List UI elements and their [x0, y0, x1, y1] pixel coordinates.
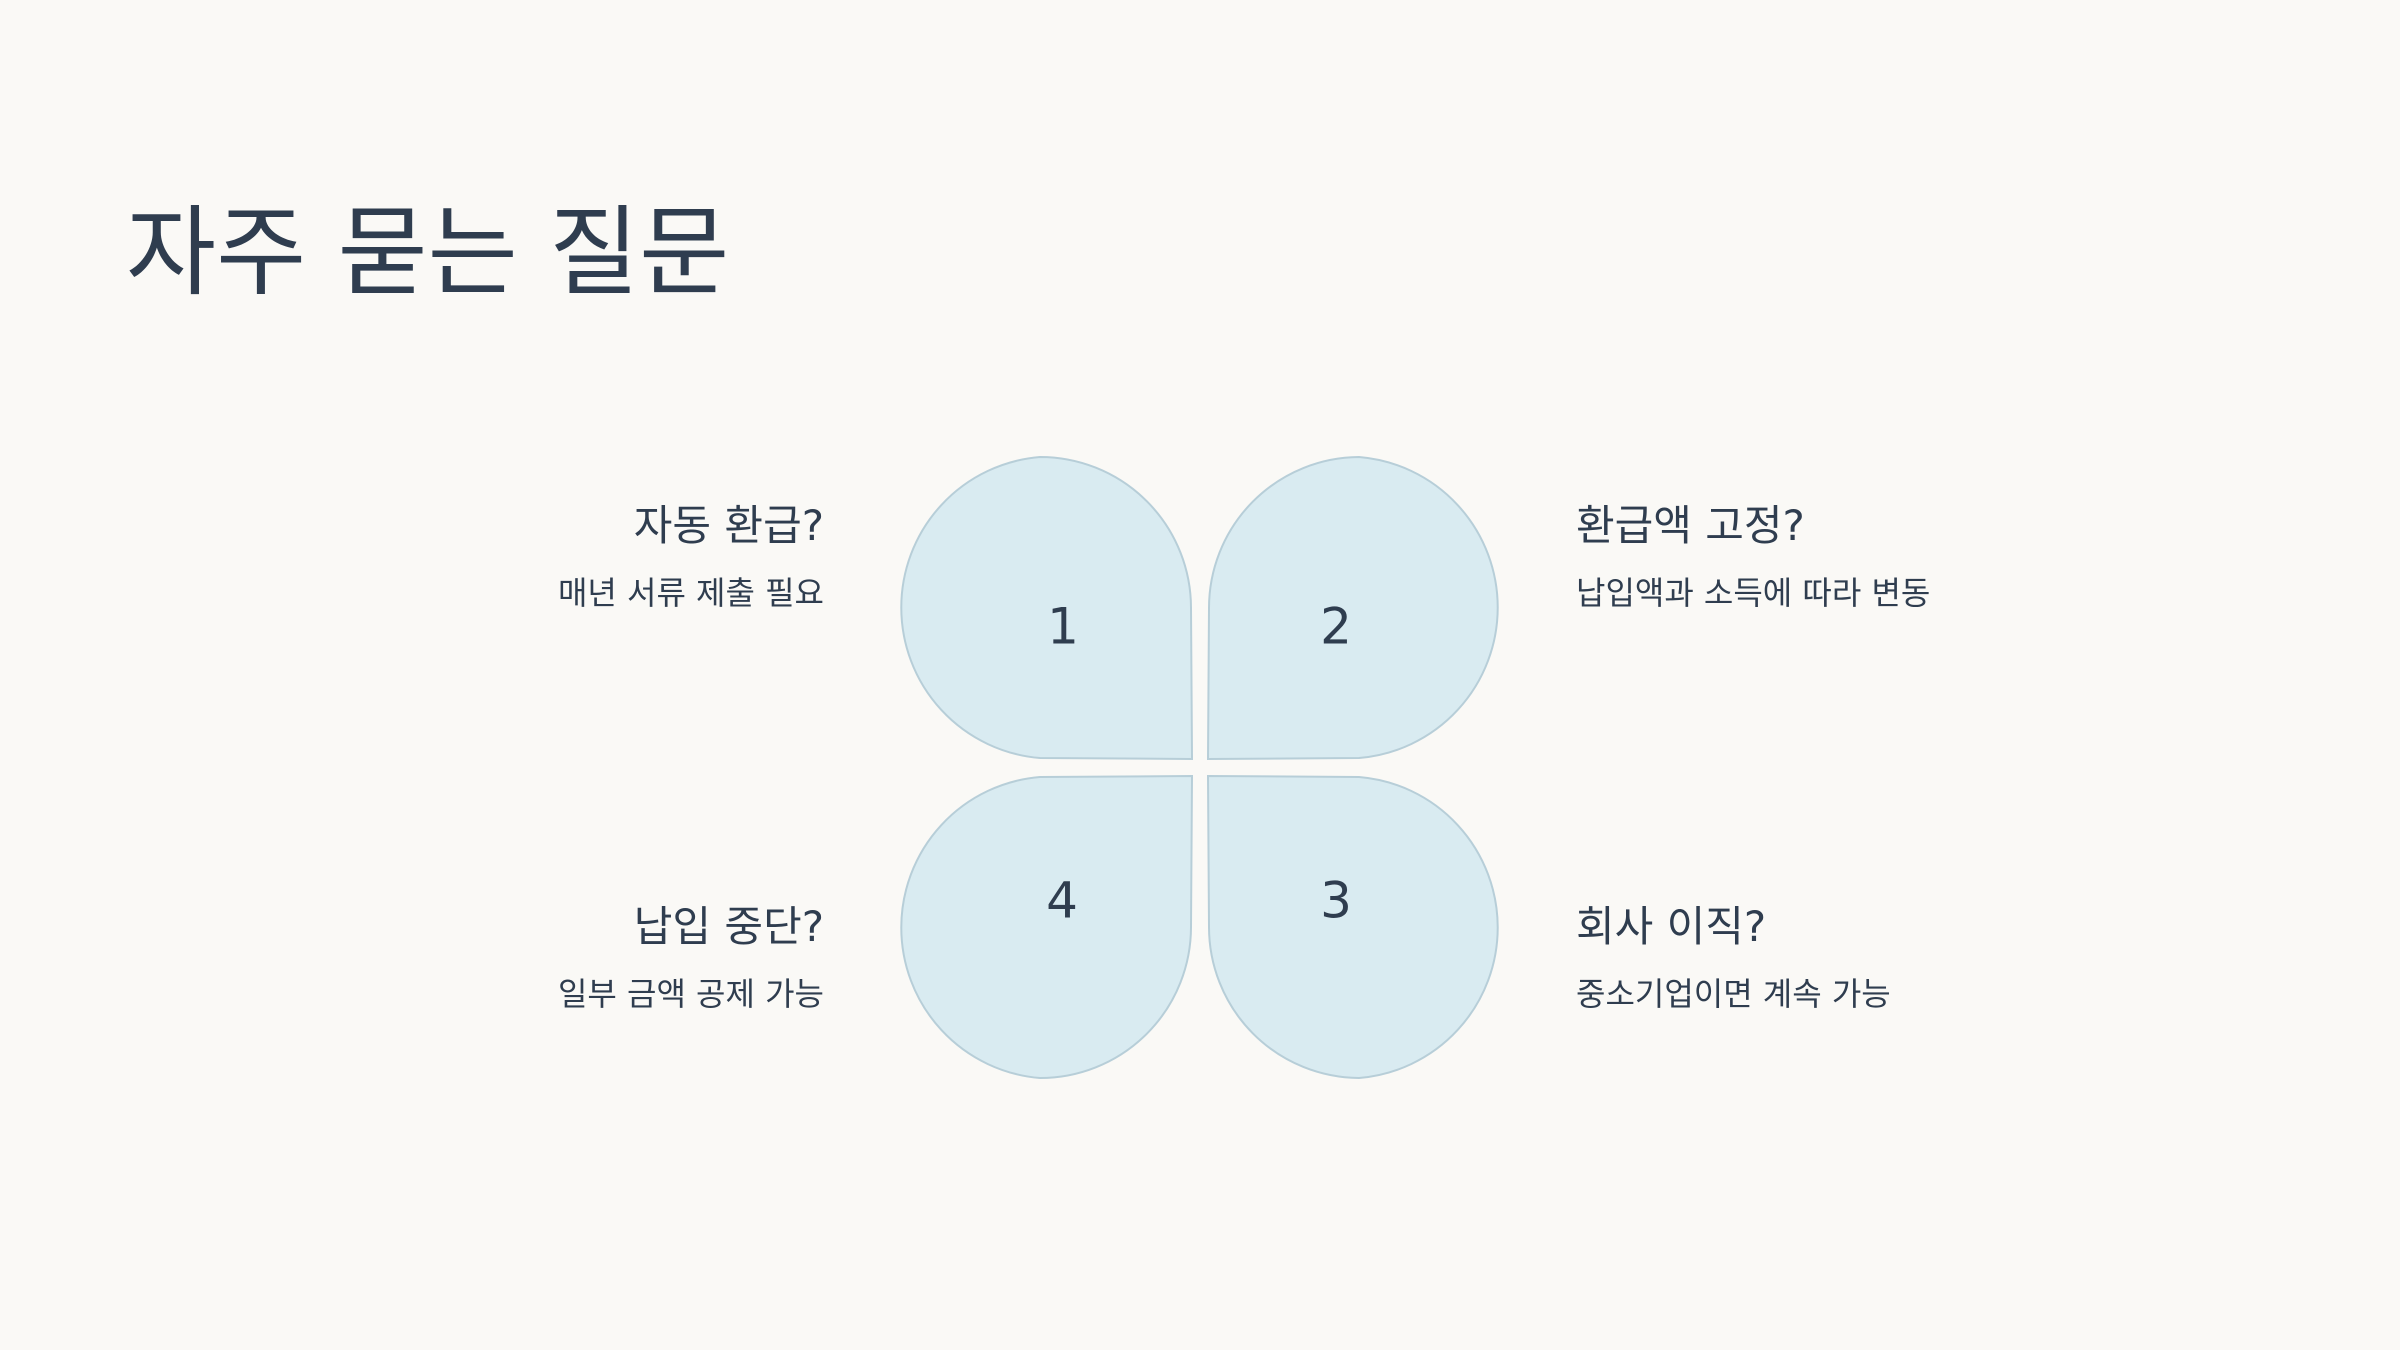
petal-4: [900, 774, 1194, 1080]
faq-item-1: 자동 환급? 매년 서류 제출 필요: [304, 498, 824, 614]
faq-question: 납입 중단?: [633, 902, 824, 951]
faq-answer: 매년 서류 제출 필요: [557, 574, 824, 612]
faq-item-3: 회사 이직? 중소기업이면 계속 가능: [1576, 899, 2096, 1015]
faq-item-2: 환급액 고정? 납입액과 소득에 따라 변동: [1576, 498, 2096, 614]
page-title: 자주 묻는 질문: [126, 196, 730, 310]
petal-number-1: 1: [1047, 598, 1079, 656]
faq-answer: 일부 금액 공제 가능: [557, 975, 824, 1013]
petal-2: [1206, 455, 1499, 761]
petal-number-2: 2: [1320, 598, 1352, 656]
faq-item-4: 납입 중단? 일부 금액 공제 가능: [304, 899, 824, 1015]
faq-question: 회사 이직?: [1576, 902, 1767, 951]
faq-question: 환급액 고정?: [1576, 501, 1805, 550]
petal-number-4: 4: [1046, 872, 1078, 930]
faq-answer: 납입액과 소득에 따라 변동: [1576, 574, 1931, 612]
petal-number-3: 3: [1320, 872, 1352, 930]
petal-1: [900, 455, 1194, 761]
faq-question: 자동 환급?: [633, 501, 824, 550]
petal-3: [1206, 774, 1499, 1080]
faq-answer: 중소기업이면 계속 가능: [1576, 975, 1891, 1013]
